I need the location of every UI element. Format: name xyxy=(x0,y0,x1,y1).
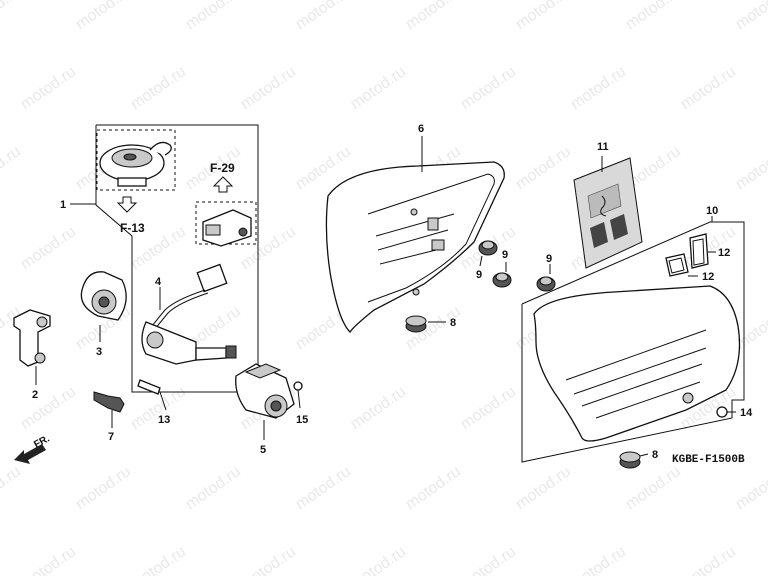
part-14-screw xyxy=(137,379,167,411)
watermark-text: motod.ru xyxy=(128,63,189,113)
watermark-text: motod.ru xyxy=(18,223,79,273)
ref-arrow-up xyxy=(212,176,234,193)
callout-8-left: 8 xyxy=(450,317,456,329)
part-5-seat-lock xyxy=(235,363,295,440)
ref-label-up: F-29 xyxy=(210,161,235,175)
watermark-text: motod.ru xyxy=(678,543,739,576)
callout-8-right: 8 xyxy=(652,449,658,461)
watermark-text: motod.ru xyxy=(293,463,354,513)
watermark-text: motod.ru xyxy=(0,0,24,33)
watermark-text: motod.ru xyxy=(18,543,79,576)
part-15-bolt xyxy=(293,381,303,409)
part-9-grommet-c xyxy=(536,264,556,292)
callout-11: 11 xyxy=(597,141,609,153)
part-8-grommet-right xyxy=(619,451,649,469)
part-11-label xyxy=(573,156,643,269)
watermark-text: motod.ru xyxy=(0,143,24,193)
watermark-text: motod.ru xyxy=(568,63,629,113)
part-3-lock-body xyxy=(80,271,127,342)
watermark-text: motod.ru xyxy=(348,383,409,433)
callout-6: 7 xyxy=(108,431,114,443)
part-2-ignition-switch xyxy=(141,263,237,365)
part-6-key xyxy=(93,391,125,428)
callout-12-b: 12 xyxy=(702,271,714,283)
watermark-text: motod.ru xyxy=(238,543,299,576)
callout-1: 1 xyxy=(60,199,66,211)
watermark-text: motod.ru xyxy=(0,463,24,513)
watermark-text: motod.ru xyxy=(678,63,739,113)
watermark-text: motod.ru xyxy=(403,463,464,513)
watermark-text: motod.ru xyxy=(458,383,519,433)
watermark-text: motod.ru xyxy=(733,463,768,513)
watermark-text: motod.ru xyxy=(623,0,684,33)
ref-arrow-down xyxy=(116,196,138,213)
part-9-grommet-b xyxy=(492,262,512,288)
watermark-text: motod.ru xyxy=(513,143,574,193)
watermark-text: motod.ru xyxy=(458,63,519,113)
watermark-text: motod.ru xyxy=(568,543,629,576)
watermark-text: motod.ru xyxy=(458,543,519,576)
watermark-text: motod.ru xyxy=(18,383,79,433)
callout-10: 10 xyxy=(706,205,718,217)
front-direction-arrow xyxy=(14,444,46,464)
watermark-text: motod.ru xyxy=(348,63,409,113)
watermark-text: motod.ru xyxy=(513,0,574,33)
watermark-text: motod.ru xyxy=(183,463,244,513)
watermark-text: motod.ru xyxy=(73,0,134,33)
assembly-frame-right xyxy=(521,216,745,463)
watermark-text: motod.ru xyxy=(293,0,354,33)
callout-7: 6 xyxy=(418,123,424,135)
watermark-text: motod.ru xyxy=(73,463,134,513)
callout-12-a: 12 xyxy=(718,247,730,259)
callout-9-a: 9 xyxy=(476,269,482,281)
callout-2: 4 xyxy=(155,276,162,288)
callout-9-b: 9 xyxy=(502,249,508,261)
part-7-left-side-cover xyxy=(325,136,505,334)
watermark-text: motod.ru xyxy=(238,63,299,113)
callout-13: 14 xyxy=(740,407,753,419)
part-13-screw xyxy=(716,406,736,418)
lock-bracket-part xyxy=(202,209,252,247)
watermark-text: motod.ru xyxy=(513,463,574,513)
watermark-text: motod.ru xyxy=(403,0,464,33)
part-12-pad-b xyxy=(665,253,698,277)
part-8-grommet-left xyxy=(405,315,446,333)
watermark-text: motod.ru xyxy=(128,543,189,576)
callout-4: 2 xyxy=(32,389,38,401)
callout-15: 15 xyxy=(296,414,308,426)
watermark-text: motod.ru xyxy=(183,0,244,33)
callout-9-c: 9 xyxy=(546,253,552,265)
part-10-right-side-cover xyxy=(533,285,741,442)
watermark-text: motod.ru xyxy=(733,143,768,193)
diagram-code: KGBE-F1500B xyxy=(672,454,745,466)
watermark-text: motod.ru xyxy=(733,0,768,33)
callout-5: 5 xyxy=(260,444,266,456)
part-4-bracket xyxy=(13,309,51,385)
part-12-pad-a xyxy=(689,233,716,269)
watermark-text: motod.ru xyxy=(348,543,409,576)
callout-14: 13 xyxy=(158,414,170,426)
watermark-text: motod.ru xyxy=(623,463,684,513)
direction-label: FR. xyxy=(32,433,52,450)
callout-3: 3 xyxy=(96,346,102,358)
watermark-text: motod.ru xyxy=(18,63,79,113)
part-9-grommet-a xyxy=(478,240,498,267)
fuel-cap-part xyxy=(99,141,172,187)
ref-label-down: F-13 xyxy=(120,221,145,235)
